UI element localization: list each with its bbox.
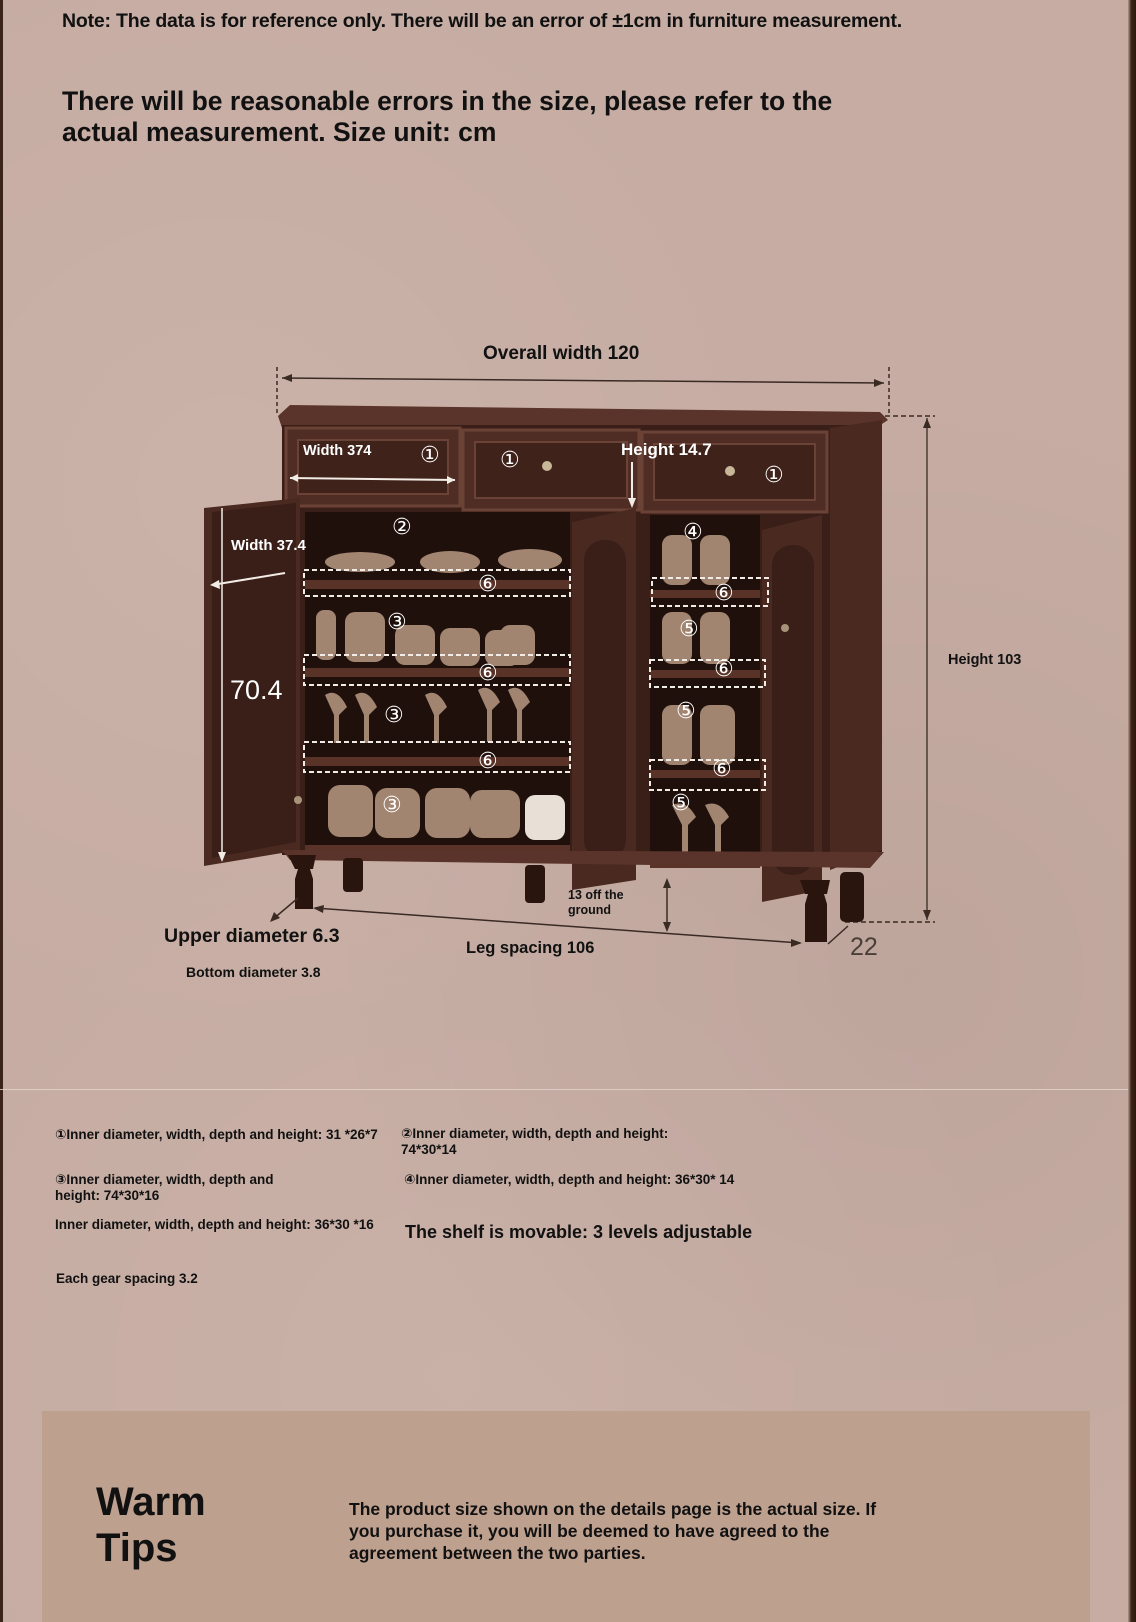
marker-5-b: ⑤ — [676, 698, 696, 723]
bottom-diameter-label: Bottom diameter 3.8 — [186, 964, 321, 980]
size-heading: There will be reasonable errors in the s… — [62, 86, 833, 147]
spec-item-3: ③Inner diameter, width, depth and height… — [55, 1172, 274, 1203]
marker-2: ② — [392, 514, 412, 539]
warm-tips-body: The product size shown on the details pa… — [349, 1499, 877, 1563]
frame-edge-right — [1128, 0, 1136, 1622]
warm-tips-title-line1: Warm — [96, 1480, 206, 1524]
spec-item-1: ①Inner diameter, width, depth and height… — [55, 1127, 378, 1142]
marker-4: ④ — [683, 519, 703, 544]
marker-5-c: ⑤ — [671, 790, 691, 815]
warm-tips-panel: Warm Tips The product size shown on the … — [42, 1411, 1090, 1622]
depth-label: 22 — [850, 933, 878, 961]
marker-6-d: ⑥ — [714, 580, 734, 605]
frame-edge-left — [0, 0, 3, 1622]
total-height-label: Height 103 — [948, 652, 1022, 668]
marker-1-right-drawer: ① — [764, 462, 784, 487]
door-width-label: Width 37.4 — [231, 537, 306, 554]
drawer-height-label: Height 14.7 — [621, 440, 712, 459]
dimension-diagram: Overall width 120 Width 374 Height 14.7 … — [0, 330, 1136, 1010]
warm-tips-title: Warm Tips — [96, 1479, 206, 1571]
gear-spacing-note: Each gear spacing 3.2 — [56, 1271, 198, 1286]
warm-tips-title-line2: Tips — [96, 1526, 178, 1570]
shoe-cabinet-illustration — [204, 367, 935, 947]
measurement-note: Note: The data is for reference only. Th… — [62, 10, 903, 32]
off-ground-label: 13 off the ground — [568, 888, 624, 917]
spec-item-4: ④Inner diameter, width, depth and height… — [404, 1172, 735, 1187]
marker-1-left-drawer: ① — [420, 442, 440, 467]
section-divider — [0, 1089, 1128, 1090]
inner-height-label: 70.4 — [230, 675, 283, 705]
drawer-width-label: Width 374 — [303, 443, 372, 459]
marker-6-e: ⑥ — [714, 656, 734, 681]
marker-3-b: ③ — [384, 702, 404, 727]
marker-3-c: ③ — [382, 792, 402, 817]
marker-5-a: ⑤ — [679, 616, 699, 641]
marker-6-b: ⑥ — [478, 660, 498, 685]
spec-item-2: ②Inner diameter, width, depth and height… — [401, 1126, 669, 1157]
overall-width-label: Overall width 120 — [483, 343, 640, 364]
marker-1-middle-drawer: ① — [500, 447, 520, 472]
shelf-adjustable-note: The shelf is movable: 3 levels adjustabl… — [405, 1222, 753, 1242]
leg-spacing-label: Leg spacing 106 — [466, 939, 595, 957]
spec-item-5: Inner diameter, width, depth and height:… — [55, 1217, 374, 1232]
marker-6-a: ⑥ — [478, 571, 498, 596]
marker-3-a: ③ — [387, 609, 407, 634]
marker-6-f: ⑥ — [712, 756, 732, 781]
marker-6-c: ⑥ — [478, 748, 498, 773]
upper-diameter-label: Upper diameter 6.3 — [164, 925, 340, 947]
